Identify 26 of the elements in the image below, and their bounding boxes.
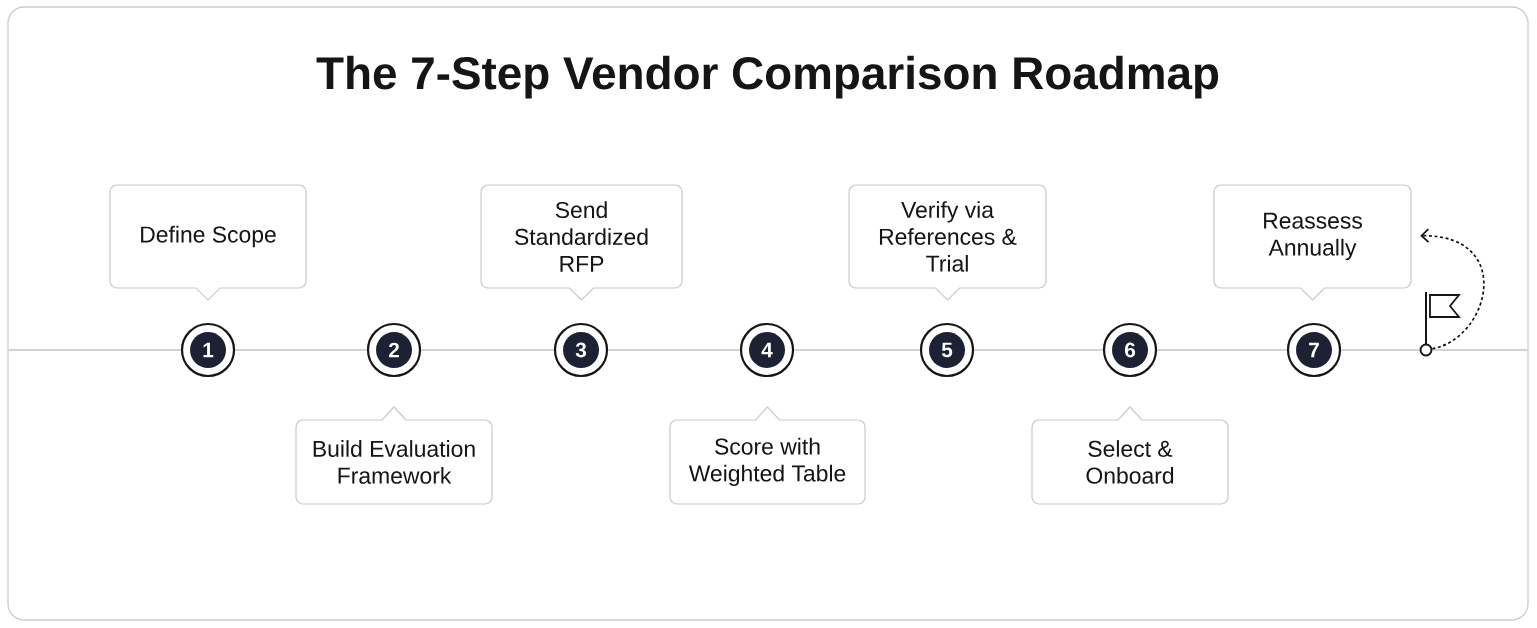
callout-box: Reassess Annually xyxy=(1213,184,1412,301)
timeline-line xyxy=(1340,349,1421,351)
callout-box: Define Scope xyxy=(109,184,307,301)
timeline-line xyxy=(973,349,1104,351)
step-badge: 6 xyxy=(1102,322,1158,378)
callout-box: Verify via References & Trial xyxy=(848,184,1047,301)
title: The 7-Step Vendor Comparison Roadmap xyxy=(316,55,1219,99)
step-badge: 5 xyxy=(919,322,975,378)
timeline-line xyxy=(420,349,555,351)
flag-icon xyxy=(1419,291,1461,357)
timeline-line xyxy=(234,349,368,351)
curved-arrow xyxy=(1420,228,1485,350)
step-badge: 2 xyxy=(366,322,422,378)
timeline-line xyxy=(1156,349,1288,351)
callout-box: Select & Onboard xyxy=(1031,406,1229,505)
callout-box: Send Standardized RFP xyxy=(480,184,683,301)
timeline-line xyxy=(7,349,182,351)
step-badge: 3 xyxy=(553,322,609,378)
timeline-line xyxy=(793,349,921,351)
step-badge: 7 xyxy=(1286,322,1342,378)
timeline-line xyxy=(1431,349,1529,351)
callout-box: Score with Weighted Table xyxy=(669,406,866,505)
callout-box: Build Evaluation Framework xyxy=(295,406,493,505)
timeline-line xyxy=(607,349,741,351)
step-badge: 4 xyxy=(739,322,795,378)
step-badge: 1 xyxy=(180,322,236,378)
